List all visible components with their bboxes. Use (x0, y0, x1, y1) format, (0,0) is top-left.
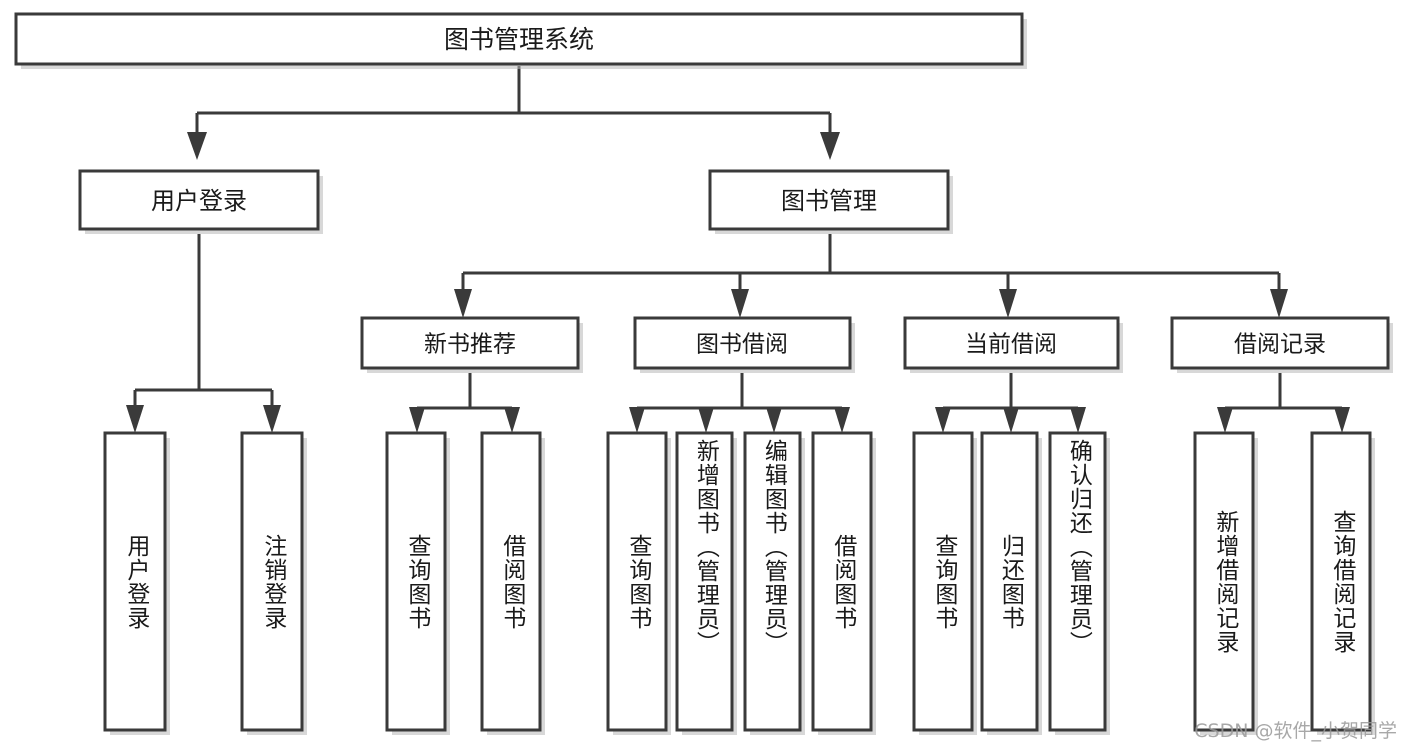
arrow-borrow-leaf-2 (698, 407, 714, 433)
level1-node-user-login-label: 用户登录 (151, 187, 247, 215)
level1-node-user-login[interactable] (78, 169, 320, 231)
arrow-userlogin-leaf-2 (263, 405, 281, 433)
level1-node-book-manage-label: 图书管理 (781, 187, 877, 215)
arrow-record-leaf-1 (1217, 407, 1233, 433)
arrow-bookmanage-to-book-borrow (731, 289, 749, 318)
root-node-label: 图书管理系统 (444, 25, 594, 54)
arrow-bookmanage-to-new-recommend (454, 289, 472, 318)
arrow-recommend-leaf-2 (504, 407, 520, 433)
arrow-current-leaf-1 (935, 407, 951, 433)
level2-node-book-borrow-label: 图书借阅 (696, 332, 788, 358)
arrow-recommend-leaf-1 (409, 407, 425, 433)
arrow-borrow-leaf-4 (834, 407, 850, 433)
arrow-bookmanage-to-current-borrow (999, 289, 1017, 318)
connector-layer (126, 66, 1350, 433)
arrow-root-to-book-manage (820, 132, 840, 160)
leaf-box-borrow-query-book[interactable] (606, 431, 668, 732)
arrow-borrow-leaf-1 (629, 407, 645, 433)
leaf-box-recommend-borrow-book[interactable] (480, 431, 542, 732)
watermark-label: CSDN @软件_小贺同学 (1194, 720, 1397, 742)
level2-node-borrow-record[interactable] (1170, 316, 1390, 370)
leaf-box-current-confirm-return[interactable] (1048, 431, 1107, 732)
leaf-box-recommend-query-book[interactable] (385, 431, 447, 732)
node-layer: 图书管理系统 用户登录 图书管理 新书推荐 图书借阅 当前借阅 (14, 12, 1393, 735)
level2-node-current-borrow-label: 当前借阅 (965, 332, 1057, 358)
root-node-box[interactable] (14, 12, 1024, 66)
level2-node-current-borrow[interactable] (903, 316, 1120, 370)
leaf-box-borrow-borrow-book[interactable] (811, 431, 873, 732)
leaf-box-current-query-book[interactable] (912, 431, 974, 732)
arrow-root-to-user-login (187, 132, 207, 160)
leaf-box-borrow-edit-book[interactable] (743, 431, 802, 732)
leaf-box-record-query[interactable] (1310, 431, 1372, 732)
arrow-current-leaf-3 (1070, 407, 1086, 433)
arrow-record-leaf-2 (1334, 407, 1350, 433)
level2-node-new-recommend[interactable] (360, 316, 580, 370)
level2-node-book-borrow[interactable] (633, 316, 852, 370)
leaf-box-user-login[interactable] (103, 431, 167, 732)
leaf-box-record-add[interactable] (1193, 431, 1255, 732)
arrow-userlogin-leaf-1 (126, 405, 144, 433)
arrow-borrow-leaf-3 (766, 407, 782, 433)
leaf-box-borrow-add-book[interactable] (675, 431, 734, 732)
level1-node-book-manage[interactable] (708, 169, 950, 231)
leaf-box-current-return-book[interactable] (980, 431, 1039, 732)
level2-node-borrow-record-label: 借阅记录 (1234, 332, 1326, 358)
arrow-current-leaf-2 (1003, 407, 1019, 433)
arrow-bookmanage-to-borrow-record (1270, 289, 1288, 318)
level2-node-new-recommend-label: 新书推荐 (424, 332, 516, 358)
leaf-box-logout[interactable] (240, 431, 304, 732)
